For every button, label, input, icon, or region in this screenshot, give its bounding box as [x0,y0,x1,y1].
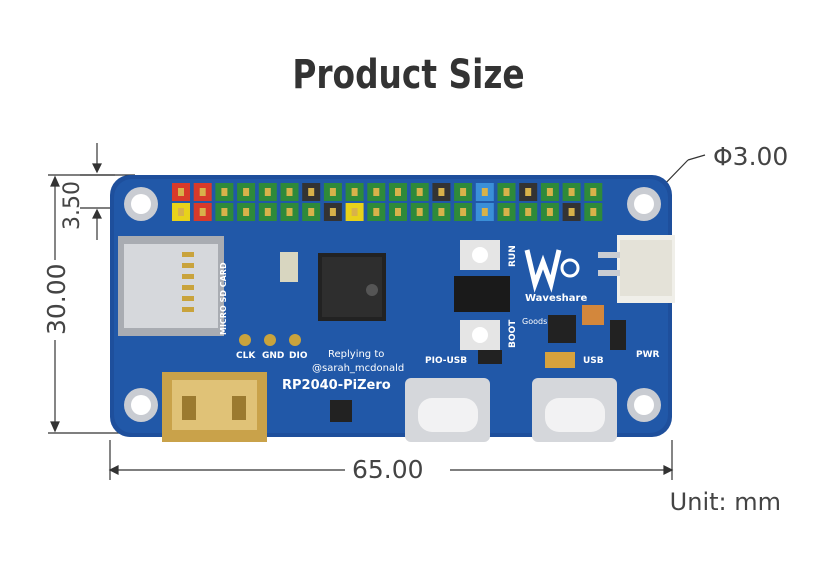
waveshare-logo [524,249,580,293]
gpio-pin-contact [329,188,336,196]
gpio-pin-contact [243,188,250,196]
gpio-pin-contact [503,208,510,216]
run-label: RUN [508,245,518,267]
gpio-pin-contact [525,208,532,216]
boot-label: BOOT [508,319,518,348]
gpio-pin-contact [568,188,575,196]
height-label: 30.00 [42,263,71,335]
gpio-pin-contact [199,208,206,216]
gpio-pin-contact [438,208,445,216]
gpio-pin-contact [460,208,467,216]
gpio-pin-contact [308,188,315,196]
gpio-pin-contact [329,208,336,216]
overlay-reply-line1: Replying to [328,349,385,360]
board-name: RP2040-PiZero [282,378,391,393]
gpio-pin-contact [221,208,228,216]
gpio-pin-contact [546,188,553,196]
gpio-pin-contact [351,208,358,216]
gpio-pin-contact [590,188,597,196]
page-title: Product Size [292,52,525,98]
hole-diameter-label: Φ3.00 [713,142,789,171]
gpio-pin-contact [308,208,315,216]
unit-label: Unit: mm [669,488,781,516]
overlay-reply-line2: @sarah_mcdonald [312,363,405,374]
gpio-header [172,183,603,221]
gpio-pin-contact [395,208,401,216]
usb-label: USB [583,356,604,366]
dio-label: DIO [289,351,308,361]
gpio-pin-contact [416,208,423,216]
gpio-pin-contact [351,188,358,196]
gpio-pin-contact [460,188,467,196]
gpio-pin-contact [286,208,293,216]
micro-sd-label: MICRO SD CARD [219,262,228,335]
brand-label: Waveshare [525,293,588,304]
gpio-pin-contact [481,208,488,216]
gpio-pin-contact [221,188,228,196]
pwr-label: PWR [636,350,660,360]
pio-usb-label: PIO-USB [425,356,468,366]
gpio-pin-contact [286,188,293,196]
gpio-pin-contact [438,188,445,196]
clk-label: CLK [236,351,256,361]
width-label: 65.00 [352,455,424,484]
gpio-pin-contact [178,188,184,196]
dimension-lines [48,143,706,480]
gpio-pin-contact [199,188,206,196]
gpio-pin-contact [416,188,423,196]
gpio-pin-contact [568,208,575,216]
gpio-pin-contact [525,188,532,196]
mounting-holes [124,187,661,422]
gpio-pin-contact [264,188,271,196]
top-offset-label: 3.50 [60,181,85,230]
gpio-pin-contact [503,188,510,196]
gpio-pin-contact [243,208,250,216]
gpio-pin-contact [481,188,488,196]
gpio-pin-contact [395,188,401,196]
gpio-pin-contact [264,208,271,216]
goods-label: Goods [522,317,548,326]
gpio-pin-contact [373,188,380,196]
gnd-label: GND [262,351,285,361]
gpio-pin-contact [590,208,597,216]
gpio-pin-contact [546,208,553,216]
gpio-pin-contact [178,208,184,216]
gpio-pin-contact [373,208,380,216]
